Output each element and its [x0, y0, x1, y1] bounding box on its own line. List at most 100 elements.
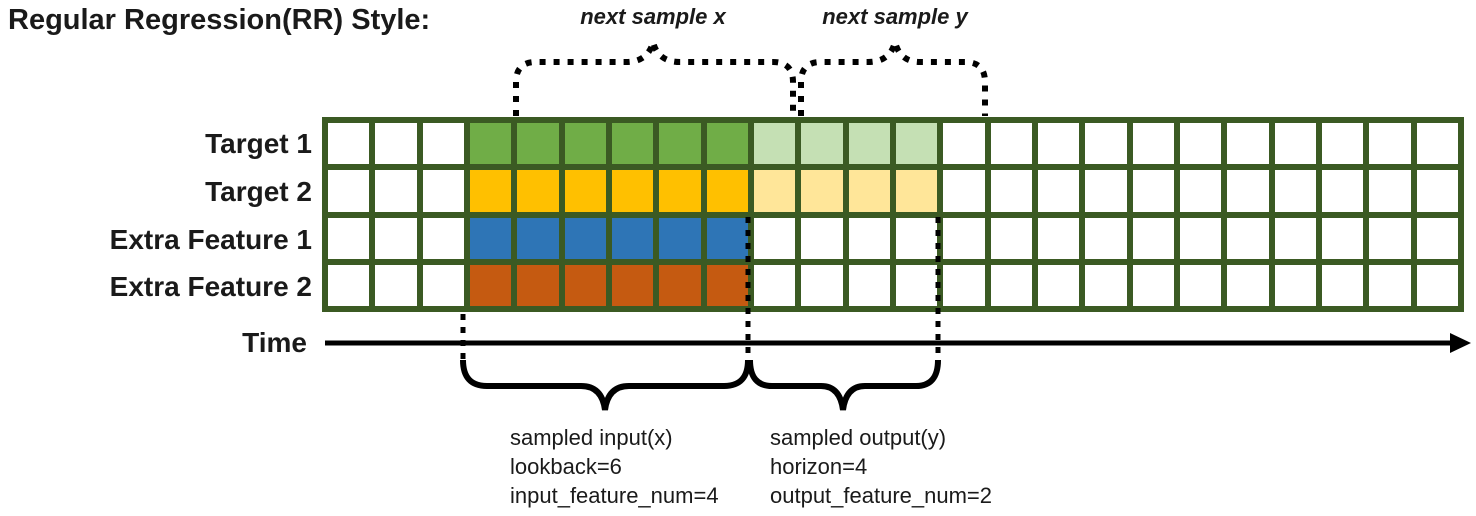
diagram-title: Regular Regression(RR) Style:	[8, 4, 431, 36]
grid-cell	[375, 264, 417, 306]
grid-cell	[801, 264, 843, 306]
grid-cell	[943, 170, 985, 212]
sampled-input-note: sampled input(x) lookback=6 input_featur…	[510, 423, 719, 510]
grid-cell	[1037, 264, 1080, 306]
grid-cell	[1179, 264, 1222, 306]
grid-cell	[990, 217, 1032, 259]
row-label-target-2: Target 2	[205, 176, 312, 207]
grid-cell	[1274, 170, 1316, 212]
grid-cell	[943, 264, 985, 306]
grid-cell	[659, 217, 701, 259]
grid-cell	[328, 217, 370, 259]
sampled-output-brace	[747, 359, 941, 411]
grid-cell	[1179, 217, 1222, 259]
grid-cell	[848, 217, 890, 259]
grid-cell	[659, 170, 701, 212]
grid-cell	[990, 123, 1032, 165]
next-sample-x-brace	[513, 41, 796, 116]
grid-cell	[469, 264, 512, 306]
grid-cell	[801, 170, 843, 212]
grid-cell	[706, 170, 748, 212]
sampled-input-title: sampled input(x)	[510, 425, 673, 450]
grid-cell	[1132, 264, 1174, 306]
grid-cell	[611, 264, 654, 306]
grid-cell	[1037, 123, 1080, 165]
grid-cell	[990, 170, 1032, 212]
grid-cell	[422, 217, 464, 259]
grid-cell	[517, 170, 559, 212]
grid-cell	[611, 217, 654, 259]
grid-cell	[1416, 123, 1458, 165]
grid-cell	[1274, 123, 1316, 165]
grid-cell	[1085, 217, 1127, 259]
grid-cell	[611, 123, 654, 165]
sampled-output-title: sampled output(y)	[770, 425, 947, 450]
grid-cell	[848, 264, 890, 306]
grid-cell	[1369, 170, 1411, 212]
grid-cell	[1132, 123, 1174, 165]
grid-cell	[801, 123, 843, 165]
grid-cell	[1132, 217, 1174, 259]
time-axis-label: Time	[242, 327, 307, 358]
grid-cell	[943, 123, 985, 165]
grid-cell	[848, 170, 890, 212]
grid-cell	[1179, 170, 1222, 212]
row-label-extra-feature-2: Extra Feature 2	[109, 271, 312, 302]
grid-cell	[706, 217, 748, 259]
grid-cell	[1179, 123, 1222, 165]
grid-cell	[469, 170, 512, 212]
grid-cell	[564, 264, 606, 306]
grid-cell	[517, 217, 559, 259]
grid-cell	[328, 264, 370, 306]
horizon-value: horizon=4	[770, 454, 868, 479]
grid-cell	[1369, 123, 1411, 165]
grid-cell	[1037, 217, 1080, 259]
lookback-value: lookback=6	[510, 454, 622, 479]
grid-cell	[895, 217, 938, 259]
grid-cell	[1274, 264, 1316, 306]
next-sample-y-brace	[798, 41, 988, 116]
grid-cell	[375, 170, 417, 212]
grid-cell	[753, 123, 796, 165]
grid-cell	[753, 217, 796, 259]
grid-cell	[895, 170, 938, 212]
grid-cell	[1369, 264, 1411, 306]
grid-cell	[1227, 264, 1269, 306]
grid-cell	[659, 123, 701, 165]
grid-cell	[422, 170, 464, 212]
grid-cell	[469, 123, 512, 165]
grid-cell	[1227, 170, 1269, 212]
grid-cell	[1321, 217, 1364, 259]
grid-cell	[1416, 217, 1458, 259]
grid-cell	[375, 217, 417, 259]
grid-cell	[848, 123, 890, 165]
grid-cell	[1416, 264, 1458, 306]
grid-cell	[517, 264, 559, 306]
grid-cell	[375, 123, 417, 165]
grid-cell	[1321, 264, 1364, 306]
grid-cell	[1321, 123, 1364, 165]
grid-cell	[659, 264, 701, 306]
timeseries-grid	[322, 117, 1464, 312]
sampled-input-brace	[460, 359, 751, 411]
grid-cell	[1085, 123, 1127, 165]
grid-cell	[328, 123, 370, 165]
row-label-target-1: Target 1	[205, 128, 312, 159]
grid-cell	[564, 123, 606, 165]
grid-cell	[1085, 264, 1127, 306]
grid-cell	[564, 170, 606, 212]
grid-cell	[1132, 170, 1174, 212]
grid-cell	[706, 264, 748, 306]
grid-cell	[422, 264, 464, 306]
grid-cell	[1085, 170, 1127, 212]
grid-cell	[753, 264, 796, 306]
grid-cell	[1227, 217, 1269, 259]
grid-cell	[706, 123, 748, 165]
grid-cell	[611, 170, 654, 212]
grid-cell	[801, 217, 843, 259]
row-label-extra-feature-1: Extra Feature 1	[109, 224, 312, 255]
input-feature-num-value: input_feature_num=4	[510, 483, 719, 508]
sampled-output-note: sampled output(y) horizon=4 output_featu…	[770, 423, 992, 510]
grid-cell	[1369, 217, 1411, 259]
